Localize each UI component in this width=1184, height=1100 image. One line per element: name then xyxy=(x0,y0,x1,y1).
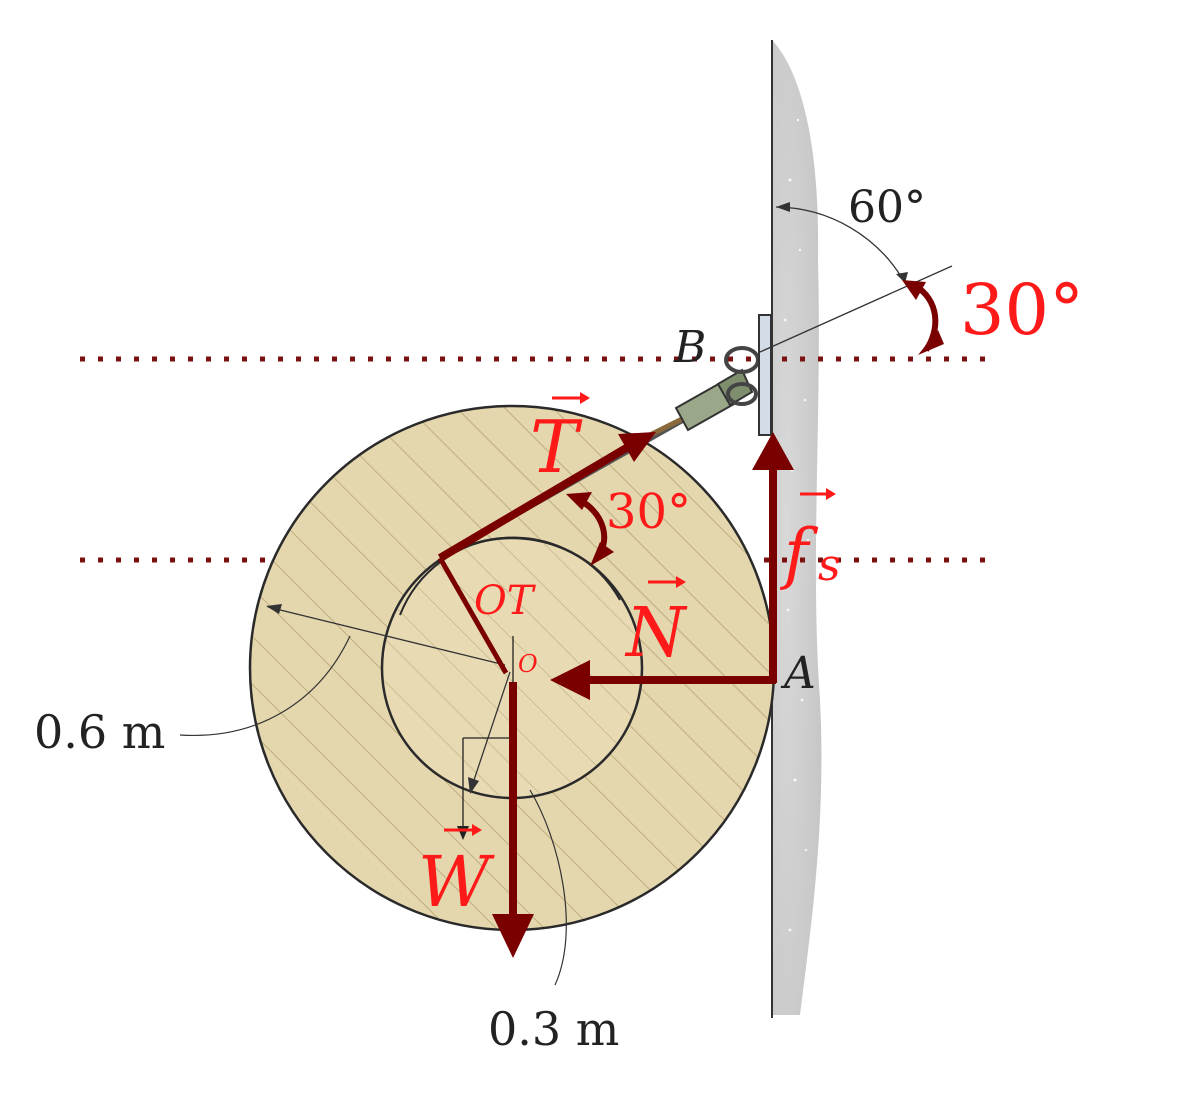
point-a-label: A xyxy=(780,648,816,699)
weight-label: W xyxy=(418,824,495,923)
wall-plate xyxy=(758,314,772,436)
point-b-label: B xyxy=(673,322,706,373)
svg-text:W: W xyxy=(418,841,495,923)
point-o-label: O xyxy=(518,650,538,678)
angle-60-arc xyxy=(775,206,906,284)
spool xyxy=(248,404,776,932)
ot-segment xyxy=(437,556,509,675)
angle-30-outer-label: 30° xyxy=(960,269,1084,351)
svg-text:s: s xyxy=(818,540,841,591)
inner-radius-label: 0.3 m xyxy=(488,1002,619,1056)
svg-text:T: T xyxy=(530,405,583,489)
inner-radius-dimension xyxy=(468,671,567,986)
normal-label: N xyxy=(624,576,688,673)
tension-label: T xyxy=(530,392,590,489)
ot-label: OT xyxy=(474,578,537,624)
angle-60-label: 60° xyxy=(848,182,926,233)
outer-radius-label: 0.6 m xyxy=(34,705,165,759)
svg-text:N: N xyxy=(624,594,688,673)
eyebolt-bracket xyxy=(724,314,772,436)
angle-30-inner-label: 30° xyxy=(606,484,691,540)
outer-radius-dimension xyxy=(179,604,506,737)
tension-arrow xyxy=(437,443,631,562)
cable-direction-line xyxy=(759,265,953,353)
